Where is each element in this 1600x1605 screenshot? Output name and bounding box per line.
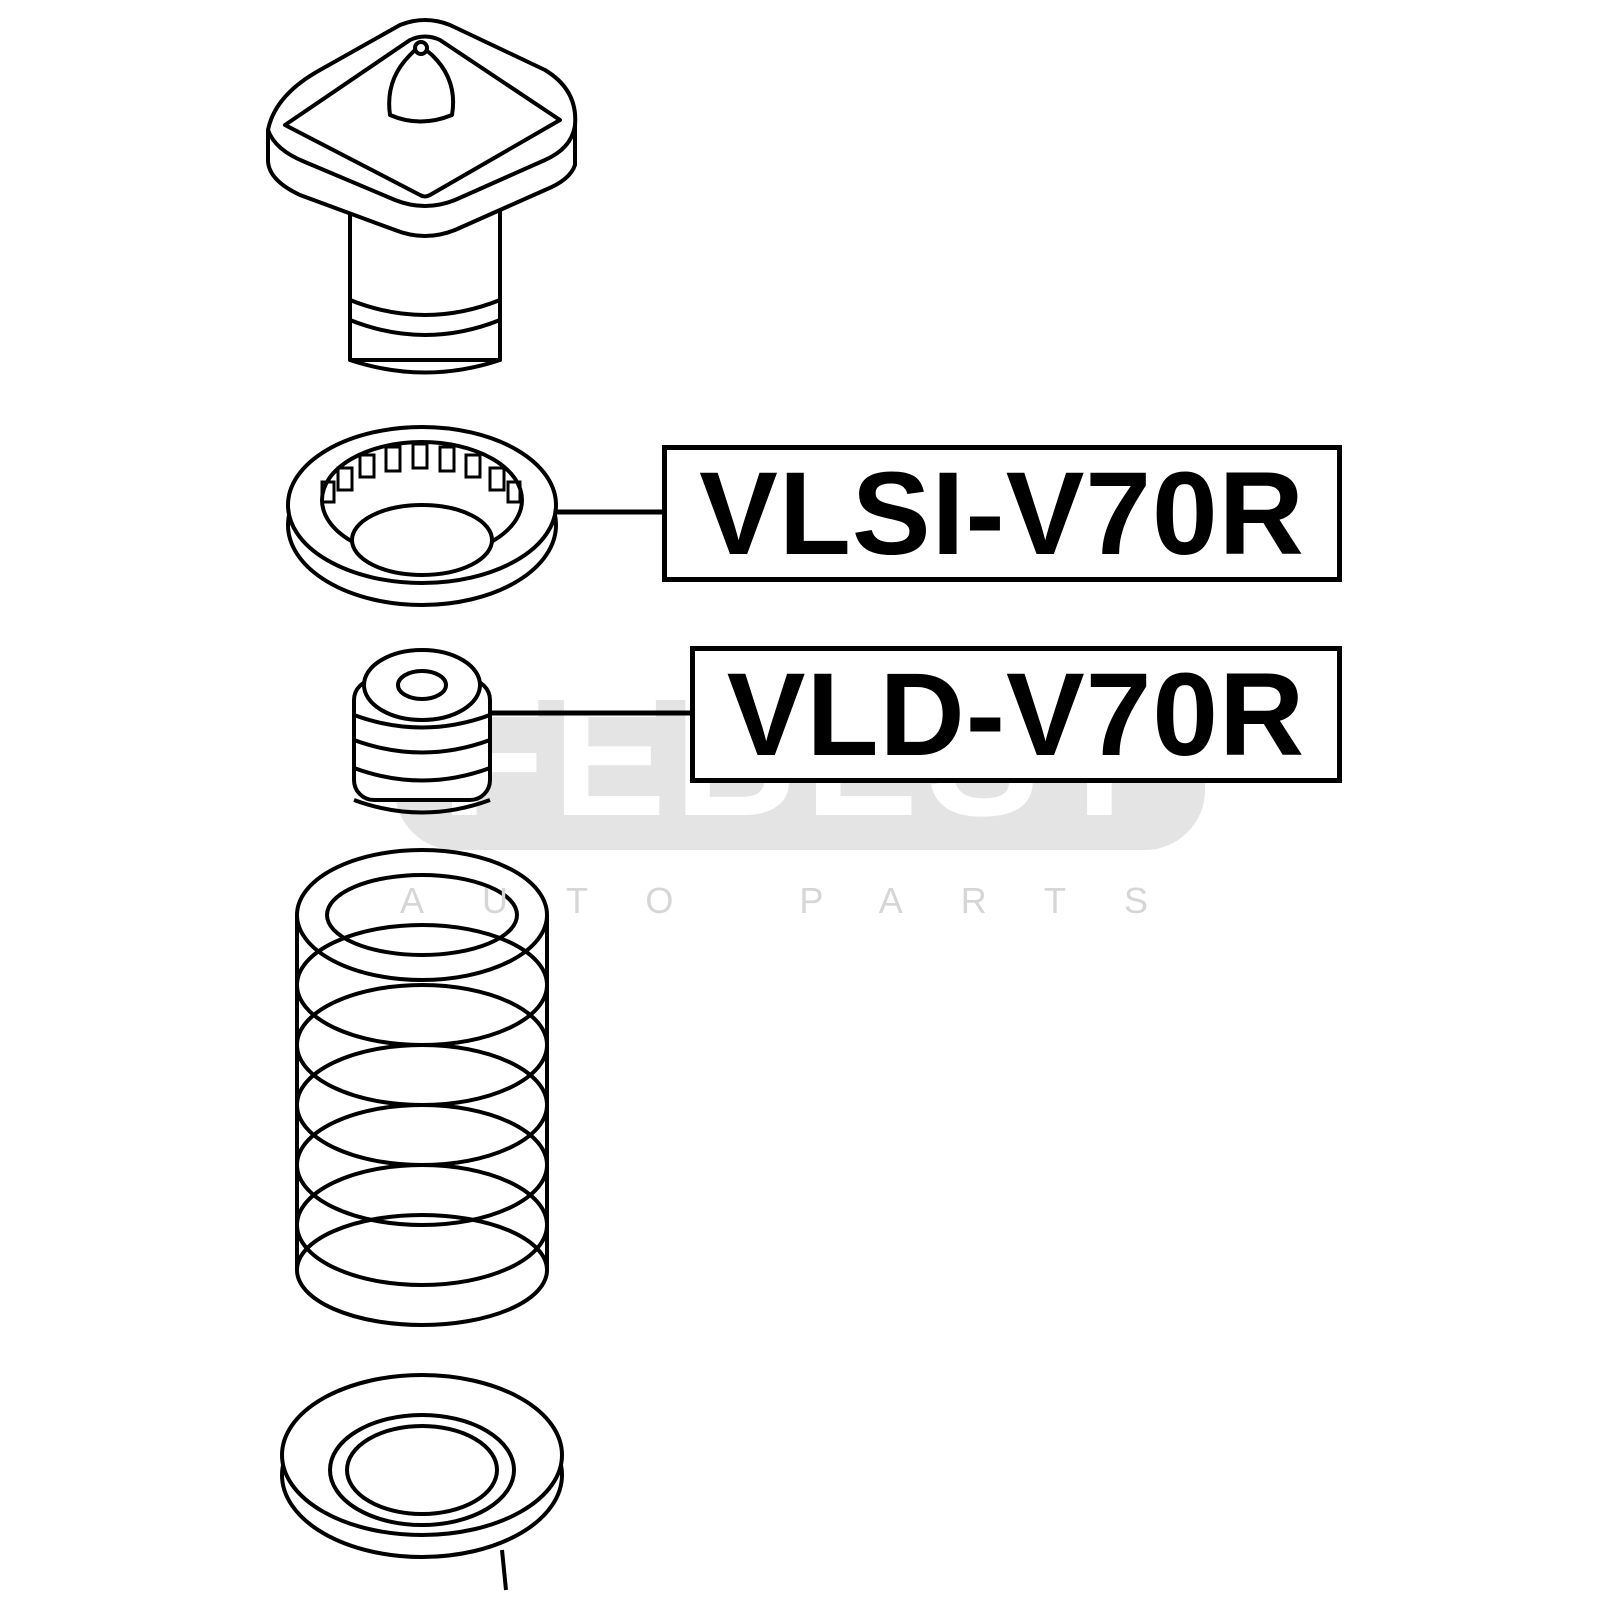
bump-stop-drawing: [352, 648, 492, 815]
spring-seat-drawing: [280, 1373, 564, 1591]
part-label-bearing[interactable]: VLSI-V70R: [662, 445, 1342, 582]
top-mount-drawing: [266, 18, 578, 375]
leader-lines: [490, 509, 690, 716]
top-mount-stud: [387, 43, 456, 124]
coil-spring-drawing: [295, 848, 549, 1327]
watermark-tagline: AUTO PARTS: [400, 880, 1207, 921]
mount-bearing-drawing: [286, 425, 558, 607]
part-label-bumpstop[interactable]: VLD-V70R: [690, 646, 1342, 783]
